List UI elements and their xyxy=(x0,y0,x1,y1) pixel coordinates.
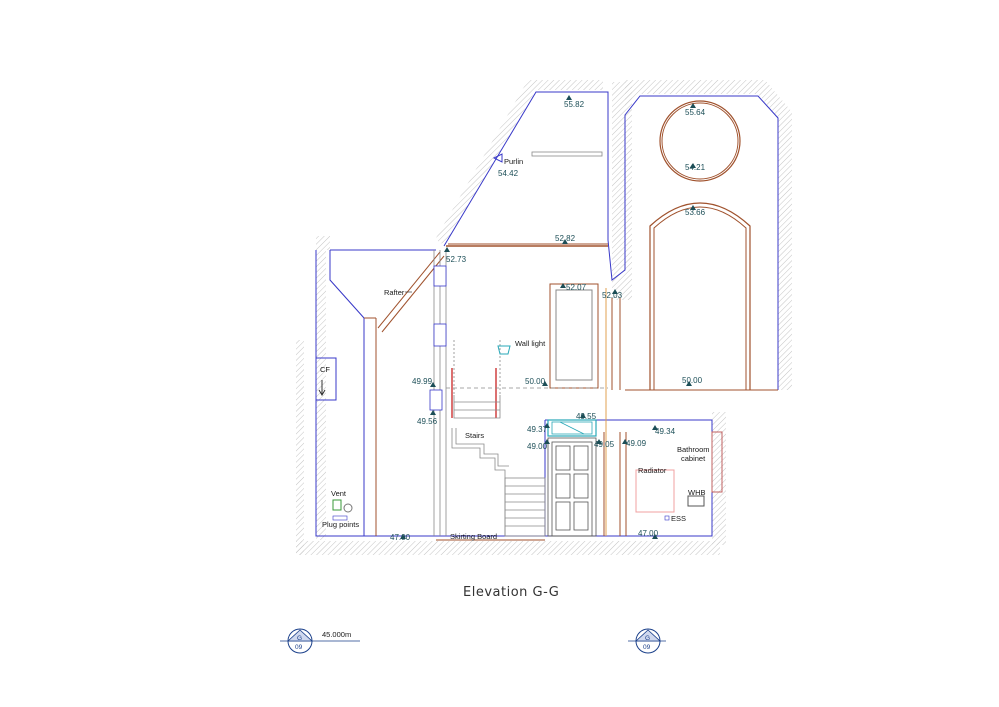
level-49-09: 49.09 xyxy=(626,439,647,448)
section-sheet-right: 09 xyxy=(643,644,651,651)
label-rafter: Rafter xyxy=(384,288,405,297)
label-ess: ESS xyxy=(671,514,686,523)
wall-hatching xyxy=(296,80,792,555)
level-50-00-right: 50.00 xyxy=(682,376,703,385)
label-bathroom: Bathroom xyxy=(677,445,710,454)
building-outline xyxy=(315,91,779,537)
level-50-00-left: 50.00 xyxy=(525,377,546,386)
level-53-66: 53.66 xyxy=(685,208,706,217)
section-ref-right: G xyxy=(645,635,650,642)
label-purlin: Purlin xyxy=(504,157,523,166)
level-49-55: 49.55 xyxy=(576,412,597,421)
section-mark-left: G 09 45.000m xyxy=(280,628,360,654)
level-labels: 55.82 55.64 54.42 54.21 53.66 52.82 52.7… xyxy=(390,100,706,542)
door xyxy=(547,419,597,537)
level-49-00: 49.00 xyxy=(527,442,548,451)
label-plug-points: Plug points xyxy=(322,520,359,529)
level-49-99: 49.99 xyxy=(412,377,433,386)
section-mark-right: G 09 xyxy=(628,628,666,654)
level-55-64: 55.64 xyxy=(685,108,706,117)
datum-level: 45.000m xyxy=(322,630,351,639)
fixtures xyxy=(318,345,705,521)
level-49-56: 49.56 xyxy=(417,417,438,426)
level-markers xyxy=(400,95,696,539)
label-radiator: Radiator xyxy=(638,466,667,475)
section-sheet-left: 09 xyxy=(295,644,303,651)
label-skirting-board: Skirting Board xyxy=(450,532,497,541)
red-elements xyxy=(451,368,723,513)
level-49-34: 49.34 xyxy=(655,427,676,436)
label-vent: Vent xyxy=(331,489,347,498)
level-52-73: 52.73 xyxy=(446,255,467,264)
level-52-03: 52.03 xyxy=(602,291,623,300)
annotation-labels: Purlin Rafter Wall light CF Stairs Vent … xyxy=(320,157,710,541)
level-52-07: 52.07 xyxy=(566,283,587,292)
label-whb: WHB xyxy=(688,488,706,497)
level-49-05: 49.05 xyxy=(594,440,615,449)
stairs xyxy=(429,151,608,537)
level-54-42: 54.42 xyxy=(498,169,519,178)
level-55-82: 55.82 xyxy=(564,100,585,109)
label-cf: CF xyxy=(320,365,330,374)
drawing-title: Elevation G-G xyxy=(463,585,559,600)
level-47-00-right: 47.00 xyxy=(638,529,659,538)
level-52-82: 52.82 xyxy=(555,234,576,243)
timber-elements xyxy=(364,100,778,541)
level-47-00-left: 47.00 xyxy=(390,533,411,542)
label-wall-light: Wall light xyxy=(515,339,546,348)
label-stairs: Stairs xyxy=(465,431,484,440)
label-cabinet: cabinet xyxy=(681,454,706,463)
section-ref-left: G xyxy=(297,635,302,642)
level-54-21: 54.21 xyxy=(685,163,706,172)
level-49-37: 49.37 xyxy=(527,425,548,434)
